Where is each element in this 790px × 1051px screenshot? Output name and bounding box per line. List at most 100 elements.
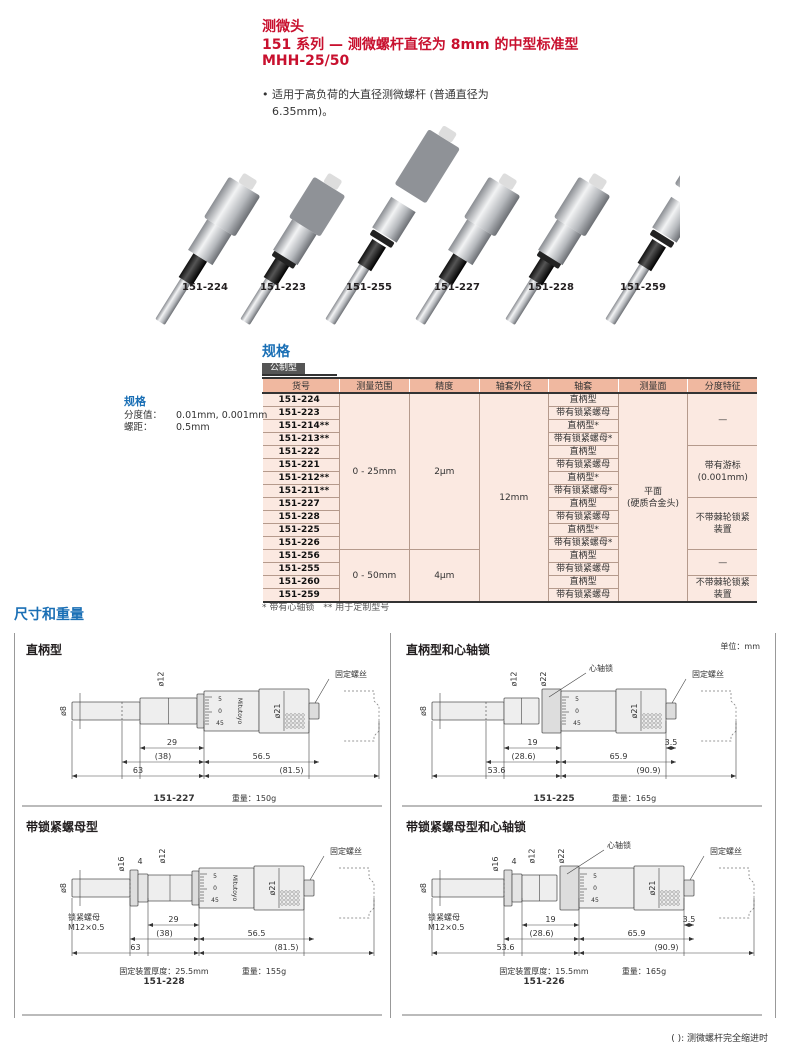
sleeve-type-cell: 直柄型 — [547, 392, 619, 407]
divider — [22, 1014, 382, 1016]
spindle — [431, 701, 505, 721]
product-label: 151-228 — [528, 282, 574, 293]
face-cell: 平面 (硬质合金头) — [617, 392, 689, 603]
feature-bullet: 适用于高负荷的大直径测微螺杆 (普通直径为 6.35mm)。 — [262, 86, 512, 120]
table-row: 151-214**直柄型* — [262, 419, 758, 433]
lock-nut — [129, 869, 139, 907]
dimension-label: 5 — [575, 696, 579, 703]
dimension-label: 53.6 — [497, 943, 515, 952]
spindle — [71, 701, 141, 721]
column-header: 货号 — [262, 378, 340, 394]
weight: 重量：165g — [622, 966, 666, 976]
dimension-label: 29 — [167, 738, 177, 747]
lock-nut-size: M12×0.5 — [428, 923, 465, 932]
dimension-label: ø12 — [510, 671, 519, 686]
product-code: 151-221 — [262, 458, 340, 472]
graduated-thimble — [203, 690, 260, 732]
column-header: 测量面 — [617, 378, 688, 394]
set-screw-label: 固定螺丝 — [335, 669, 367, 679]
panel-title: 直柄型和心轴锁 — [406, 643, 491, 657]
mount-thickness: 固定装置厚度：15.5mm — [499, 966, 589, 976]
sleeve-type-cell: 带有锁紧螺母* — [547, 536, 619, 550]
spec-heading: 规格 — [262, 344, 290, 360]
product-label: 151-227 — [434, 282, 480, 293]
mount-thickness: 固定装置厚度：25.5mm — [119, 966, 209, 976]
set-screw-label: 固定螺丝 — [692, 669, 724, 679]
product-label: 151-255 — [346, 282, 392, 293]
dimension-label: ø8 — [419, 883, 428, 893]
dimension-label: (90.9) — [636, 766, 660, 775]
metric-tab: 公制型 — [262, 363, 337, 376]
lock-nut-label: 锁紧螺母 — [68, 912, 100, 922]
brand-mark: Mitutoyo — [236, 698, 243, 725]
sleeve-type-cell: 直柄型 — [547, 575, 619, 589]
dimension-label: ø12 — [528, 848, 537, 863]
table-row: 151-212**直柄型* — [262, 471, 758, 485]
summary-heading: 规格 — [124, 395, 146, 408]
dimension-label: 0 — [593, 885, 597, 892]
product-code: 151-225 — [262, 523, 340, 537]
divider — [14, 633, 15, 1018]
category-title: 测微头 — [262, 19, 304, 35]
dimension-label: 19 — [545, 915, 555, 924]
ratchet — [303, 879, 315, 897]
dimension-label: 53.6 — [488, 766, 506, 775]
dimension-label: 4 — [511, 857, 516, 866]
brand-mark: Mitutoyo — [231, 875, 238, 902]
unit-label: 单位：mm — [720, 641, 760, 651]
table-footnote: * 带有心轴锁 ** 用于定制型号 — [262, 603, 390, 613]
dimension-label: (28.6) — [511, 752, 535, 761]
dimension-label: ø8 — [59, 883, 68, 893]
product-photos — [155, 124, 680, 325]
product-code: 151-212** — [262, 471, 340, 485]
dimension-label: 65.9 — [628, 929, 646, 938]
dimension-label: 0 — [218, 708, 222, 715]
lock-nut-size: M12×0.5 — [68, 923, 105, 932]
graduation-cell: — — [687, 392, 757, 446]
spec-summary: 规格 分度值：0.01mm, 0.001mm 螺距：0.5mm — [124, 396, 267, 434]
sleeve-type-cell: 带有锁紧螺母 — [547, 588, 619, 603]
graduation-cell: 不带棘轮锁紧 装置 — [687, 575, 757, 603]
ratchet — [665, 702, 677, 720]
divider — [402, 805, 762, 807]
graduation-cell: 带有游标 (0.001mm) — [687, 445, 757, 498]
dimension-label: 45 — [216, 720, 224, 727]
product-code: 151-213** — [262, 432, 340, 446]
column-header: 精度 — [408, 378, 480, 394]
dimension-label: 19 — [527, 738, 537, 747]
micrometer-head-photo — [505, 173, 610, 325]
product-code: 151-214** — [262, 419, 340, 433]
sleeve-type-cell: 带有锁紧螺母 — [547, 562, 619, 576]
product-code: 151-224 — [262, 392, 340, 407]
micrometer-head-photo — [415, 173, 520, 325]
range-cell: 0 - 50mm — [338, 549, 410, 603]
dimension-label: ø21 — [630, 703, 639, 718]
graduated-thimble — [560, 690, 617, 732]
dimension-label: ø8 — [419, 706, 428, 716]
sleeve-collar — [191, 870, 200, 906]
summary-label: 分度值： — [124, 410, 163, 421]
dimension-label: 5 — [593, 873, 597, 880]
dimension-label: 56.5 — [248, 929, 266, 938]
dimension-note: ( ): 测微螺杆完全缩进时 — [671, 1034, 768, 1044]
product-code: 151-227 — [262, 497, 340, 511]
divider — [402, 1014, 762, 1016]
ratchet — [308, 702, 320, 720]
dimension-label: 63 — [133, 766, 143, 775]
product-code: 151-260 — [262, 575, 340, 589]
dimension-label: ø16 — [491, 856, 500, 871]
product-label: 151-223 — [260, 282, 306, 293]
product-label: 151-224 — [182, 282, 228, 293]
product-code: 151-225 — [533, 794, 574, 804]
product-code: 151-228 — [143, 977, 184, 987]
accuracy-cell: 2μm — [408, 392, 480, 550]
